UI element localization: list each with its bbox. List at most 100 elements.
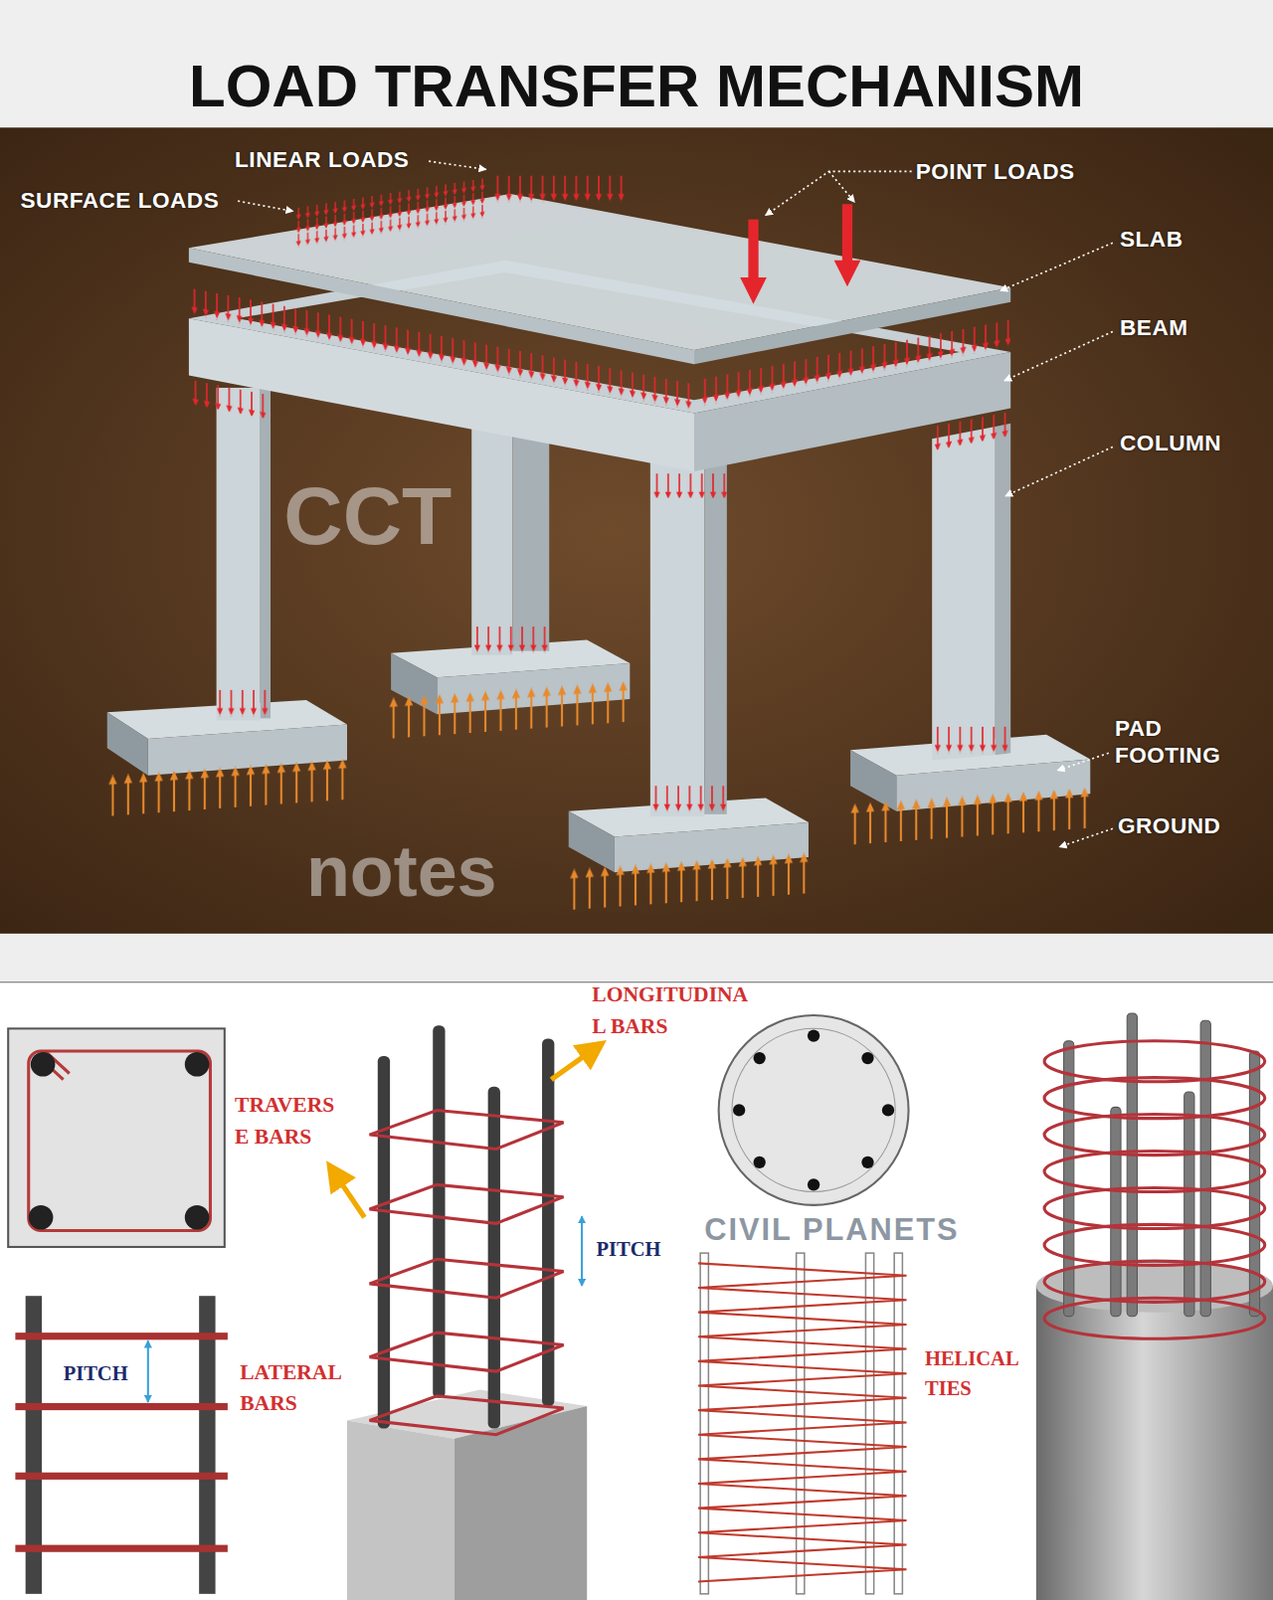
rebar-label: TRAVERS E BARS (234, 1090, 335, 1153)
left-footing (107, 712, 149, 776)
circular-section (732, 1029, 895, 1191)
tied-column (550, 1049, 594, 1081)
spiral-column (1044, 1041, 1266, 1083)
right-column (931, 727, 1011, 754)
left-footing (105, 758, 351, 817)
point-loads (834, 260, 862, 288)
left-column (260, 387, 271, 719)
spiral-column (1044, 1261, 1266, 1302)
lateral-ladder (14, 1332, 228, 1340)
lateral-ladder (147, 1340, 150, 1403)
square-section (28, 1205, 54, 1231)
rebar-label: LONGITUDINA L BARS (591, 979, 749, 1043)
spiral-column (1044, 1078, 1266, 1119)
watermark: CCT (283, 471, 452, 561)
spiral-column (1044, 1041, 1266, 1340)
right-column (931, 426, 996, 761)
lateral-ladder (14, 1472, 228, 1480)
tied-column (432, 1025, 445, 1399)
helical-ties (698, 1263, 907, 1582)
beam (189, 379, 272, 421)
watermark: CIVIL PLANETS (704, 1212, 959, 1250)
load-label: SURFACE LOADS (20, 186, 220, 214)
front-footing (566, 852, 812, 910)
title-band (0, 0, 1273, 128)
leader-lines (1000, 242, 1113, 291)
tied-column (335, 1173, 365, 1218)
helical-ties (698, 1253, 907, 1595)
leader-lines (1057, 752, 1108, 770)
back-footing (385, 681, 633, 739)
back-footing (385, 681, 633, 739)
spiral-column (1200, 1020, 1211, 1317)
left-column (214, 690, 272, 718)
load-label: POINT LOADS (915, 158, 1076, 185)
circular-section (807, 1178, 820, 1191)
left-column (216, 387, 261, 722)
circular-section (807, 1029, 820, 1042)
separator-band (0, 933, 1273, 982)
circular-section (861, 1052, 874, 1065)
leader-lines (1005, 446, 1113, 496)
beam (651, 473, 729, 499)
leader-lines (1004, 331, 1113, 380)
tied-column (369, 1184, 564, 1224)
square-section (28, 1051, 211, 1232)
slab (694, 287, 1011, 364)
right-column (931, 423, 1011, 761)
dimension-label: PITCH (63, 1361, 129, 1387)
part-label: SLAB (1119, 225, 1183, 253)
lateral-ladder (14, 1545, 228, 1553)
load-label: LINEAR LOADS (234, 146, 409, 174)
front-column (650, 449, 728, 817)
leader-lines (237, 200, 293, 211)
tied-column (369, 1332, 564, 1372)
linear-loads (492, 175, 627, 202)
circular-section (861, 1156, 874, 1169)
right-footing (847, 786, 1092, 845)
spiral-column (1044, 1150, 1266, 1192)
part-label: GROUND (1117, 812, 1221, 840)
right-column (995, 423, 1011, 755)
lateral-ladder (14, 1295, 228, 1595)
spiral-column (1126, 1013, 1137, 1317)
separator-line (0, 981, 1273, 983)
tied-column (369, 1259, 564, 1298)
surface-loads (294, 177, 489, 248)
left-column (214, 387, 272, 722)
linear-loads (492, 175, 627, 202)
leader-lines (237, 161, 1113, 848)
tied-column (369, 1396, 564, 1436)
beam (931, 411, 1011, 452)
circular-section (732, 1103, 745, 1116)
beam (189, 379, 272, 421)
spiral-column (1044, 1297, 1266, 1339)
slab (188, 247, 695, 364)
rebar-label: HELICAL TIES (924, 1344, 1019, 1405)
part-label: BEAM (1119, 314, 1188, 342)
leader-lines (765, 171, 912, 215)
surface-loads (294, 177, 489, 248)
right-footing (847, 786, 1092, 845)
surface-loads (294, 177, 489, 248)
tied-column (488, 1087, 501, 1430)
circular-section (731, 1028, 896, 1192)
point-loads (739, 203, 861, 305)
square-section (7, 1028, 225, 1248)
left-column (214, 690, 272, 718)
square-section (7, 1028, 225, 1248)
right-column (931, 727, 1011, 754)
spiral-column (1036, 1013, 1273, 1600)
left-footing (105, 758, 351, 817)
circular-section (882, 1103, 895, 1116)
spiral-column (1044, 1187, 1266, 1229)
spiral-column (1036, 1285, 1273, 1600)
back-column (471, 626, 549, 654)
dimension-label: PITCH (595, 1237, 661, 1263)
beam (651, 473, 729, 499)
spiral-column (1184, 1091, 1195, 1317)
spiral-column (1064, 1041, 1075, 1317)
circular-section (719, 1015, 910, 1206)
watermark: notes (306, 832, 498, 911)
